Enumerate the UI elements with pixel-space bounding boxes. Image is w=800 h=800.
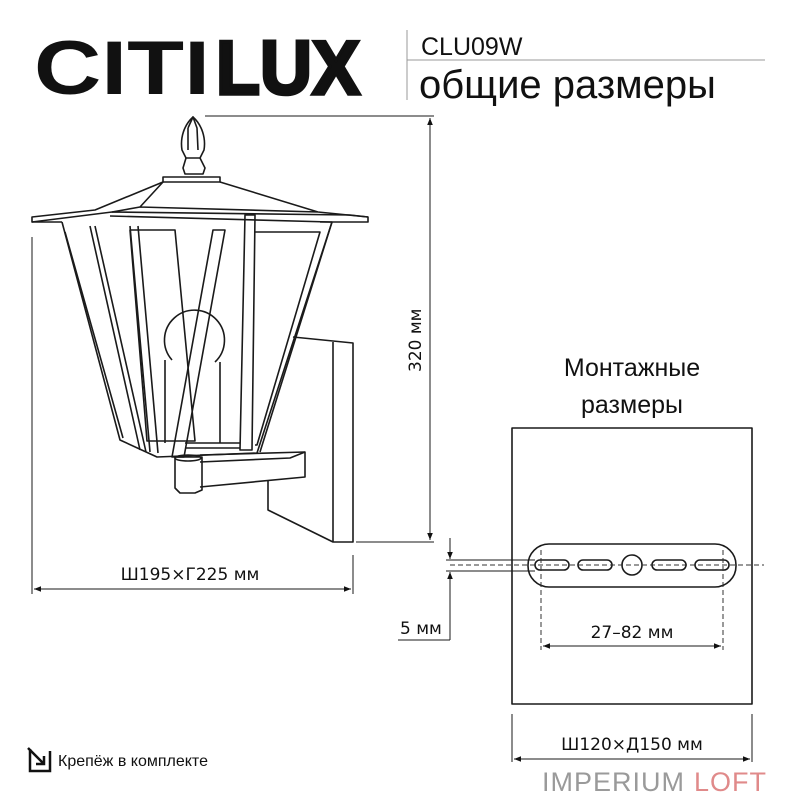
hole-spacing-label: 27–82 мм — [591, 623, 674, 643]
mounting-plate-outline — [511, 427, 753, 705]
plate-size-dimension: Ш120×Д150 мм — [511, 714, 753, 762]
mounting-kit-icon — [27, 747, 52, 773]
logo-solid: CITI — [34, 26, 210, 111]
footer-note: Крепёж в комплекте — [58, 753, 208, 770]
mounting-title-line1: Монтажные — [564, 354, 700, 382]
width-label: Ш195×Г225 мм — [121, 565, 260, 585]
brand-logo: CITI LUX — [34, 24, 362, 113]
logo-outline: LUX — [216, 26, 360, 111]
mounting-bracket — [450, 543, 764, 588]
watermark: IMPERIUM LOFT — [542, 767, 767, 797]
model-code: CLU09W — [421, 33, 523, 61]
lamp-drawing — [31, 116, 369, 543]
plate-size-label: Ш120×Д150 мм — [561, 735, 703, 755]
offset-label: 5 мм — [400, 619, 442, 639]
watermark-right: LOFT — [694, 767, 767, 797]
offset-dimension: 5 мм — [398, 538, 535, 641]
hole-spacing-dimension: 27–82 мм — [540, 550, 724, 650]
height-label: 320 мм — [406, 308, 426, 372]
height-dimension: 320 мм — [205, 115, 434, 543]
mounting-title-line2: размеры — [581, 391, 683, 419]
page-subtitle: общие размеры — [419, 63, 716, 107]
watermark-left: IMPERIUM — [542, 767, 685, 797]
width-dimension: Ш195×Г225 мм — [31, 237, 354, 594]
